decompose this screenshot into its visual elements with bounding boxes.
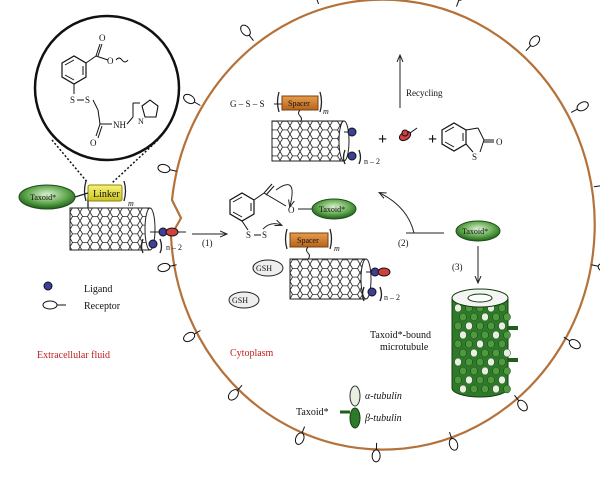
intracellular-complex: O Taxoid* S S Spacer m n – 2	[229, 183, 400, 302]
top-nanotube-complex: G – S – S Spacer m n – 2	[230, 91, 380, 166]
tubulin-dimer	[340, 385, 361, 429]
membrane-receptors	[157, 0, 600, 463]
receptor-legend-icon	[42, 300, 66, 310]
membrane-receptor	[570, 101, 589, 113]
arrow-step-2	[380, 193, 415, 234]
ligand-legend-icon	[43, 281, 53, 291]
gsh-1	[252, 259, 284, 277]
linker-label: Linker	[93, 189, 120, 200]
cytoplasm-label: Cytoplasm	[230, 348, 274, 359]
thio-s-1: S	[70, 95, 75, 105]
plus-2: +	[428, 131, 437, 148]
n2-label-2: n – 2	[364, 157, 380, 166]
alpha-tubulin-label: α-tubulin	[365, 391, 402, 402]
thio-s-mid-1: S	[246, 230, 251, 240]
membrane-receptor	[593, 185, 600, 188]
zoom-inset: O O S S O NH N	[33, 14, 181, 184]
n2-label-1: n – 2	[166, 243, 182, 252]
m-label-3: m	[334, 244, 340, 253]
beta-tubulin-icon	[349, 407, 361, 429]
membrane-receptor	[183, 330, 201, 343]
ester-o-mid: O	[288, 205, 295, 215]
membrane-receptor	[591, 262, 600, 273]
membrane-receptor	[183, 93, 201, 106]
membrane-receptor	[157, 163, 177, 174]
gsh-label-2: GSH	[232, 296, 248, 305]
gsh-label-1: GSH	[256, 264, 272, 273]
gsh-2	[228, 291, 260, 309]
thiolactone-s: S	[472, 152, 477, 162]
thio-s-2: S	[85, 95, 90, 105]
taxoid-mid	[311, 198, 357, 220]
m-label-2: m	[323, 107, 329, 116]
step-2-label: (2)	[398, 238, 409, 248]
taxoid-label-3: Taxoid*	[462, 227, 488, 236]
spacer-mid	[289, 232, 329, 248]
beta-tubulin-label: β-tubulin	[364, 413, 402, 424]
membrane-receptor	[315, 0, 319, 5]
extracellular-nanotube-complex: Linker m Taxoid* n – 2	[18, 180, 186, 254]
membrane-receptor	[240, 24, 254, 42]
taxoid-free	[455, 220, 501, 242]
membrane-receptor	[563, 336, 581, 350]
membrane-receptor	[157, 262, 177, 273]
carbonyl-o: O	[99, 33, 106, 43]
plus-1: +	[378, 131, 387, 148]
zoom-circle	[33, 14, 181, 162]
bound-label-2: microtubule	[380, 342, 429, 353]
taxoid-label-4: Taxoid*	[296, 407, 329, 418]
ester-o: O	[107, 56, 114, 66]
thio-s-mid-2: S	[262, 230, 267, 240]
bound-label-1: Taxoid*-bound	[370, 330, 431, 341]
membrane-receptor	[371, 442, 381, 463]
n-atom: N	[138, 117, 144, 126]
amide-nh: NH	[113, 120, 126, 130]
recycling-label: Recycling	[406, 88, 443, 98]
nanotube-mid	[289, 258, 367, 300]
legend-ligand: Ligand	[84, 284, 112, 295]
membrane-receptor	[294, 426, 306, 445]
membrane-receptor	[448, 431, 459, 451]
step-1-label: (1)	[202, 238, 213, 248]
membrane-receptor	[514, 394, 528, 412]
spacer-label-top: Spacer	[288, 99, 310, 108]
membrane-receptor	[456, 0, 466, 7]
legend-receptor: Receptor	[84, 301, 121, 312]
membrane-receptor	[525, 35, 541, 52]
gss-label: G – S – S	[230, 99, 265, 109]
membrane-receptor	[227, 384, 243, 401]
legend: Ligand Receptor	[42, 281, 121, 312]
taxoid-label-2: Taxoid*	[319, 205, 345, 214]
microtubule	[451, 288, 518, 398]
thiolactone-structure: S O	[441, 122, 503, 162]
step-3-label: (3)	[452, 262, 463, 272]
released-receptor	[398, 127, 418, 142]
amide-o: O	[90, 138, 97, 148]
extracellular-label: Extracellular fluid	[37, 350, 110, 361]
alpha-tubulin-icon	[349, 385, 361, 407]
nanotube-top	[271, 120, 345, 162]
spacer-label-mid: Spacer	[297, 236, 319, 245]
nanotube-outside	[69, 207, 151, 251]
m-label-1: m	[128, 199, 134, 208]
taxoid-label-1: Taxoid*	[30, 193, 56, 202]
thiolactone-o: O	[496, 137, 503, 147]
cell-membrane	[169, 0, 596, 451]
n2-label-3: n – 2	[384, 293, 400, 302]
